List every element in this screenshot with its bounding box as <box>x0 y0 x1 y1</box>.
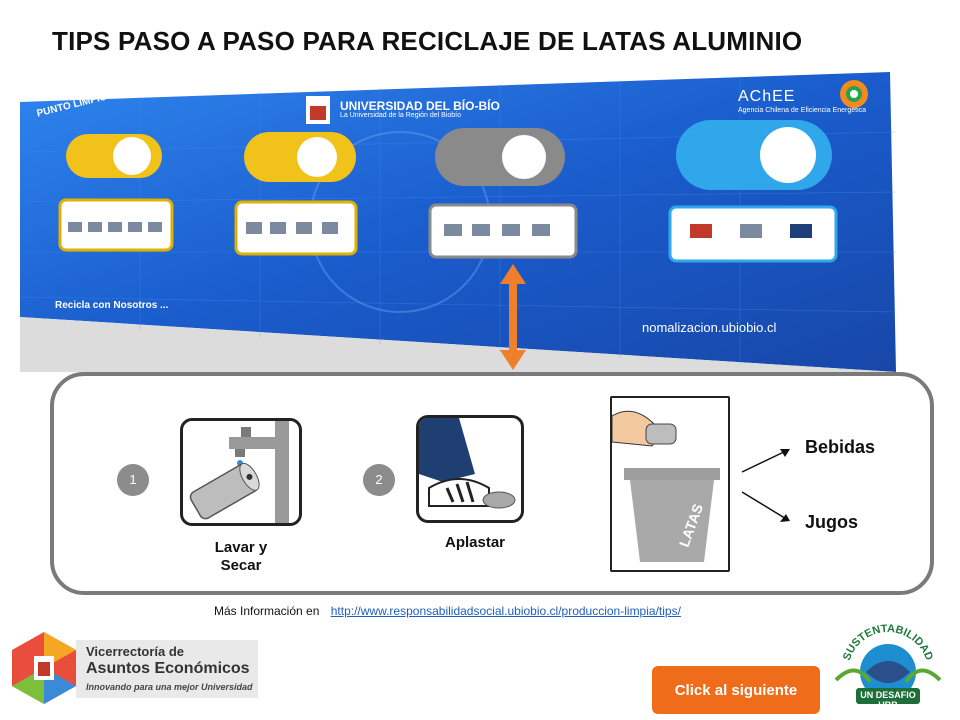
more-info-label: Más Información en <box>214 604 320 618</box>
vicerrectoria-emblem-icon <box>12 632 76 704</box>
step-2-label: Aplastar <box>444 534 506 551</box>
university-subtitle: La Universidad de la Región del Biobío <box>340 112 462 119</box>
latas-bin-icon: LATAS <box>610 396 730 572</box>
step-number-2: 2 <box>363 464 395 496</box>
split-arrows-icon <box>741 449 790 522</box>
sustentabilidad-bottom-text: UN DESAFIO UBB <box>860 690 916 710</box>
step-1-label-line2: Secar <box>220 557 262 574</box>
achee-logo-text: AChEE <box>738 88 796 105</box>
step-number-1: 1 <box>117 464 149 496</box>
more-info-line: Más Información en http://www.responsabi… <box>214 604 681 618</box>
university-name: UNIVERSIDAD DEL BÍO-BÍO <box>340 99 500 113</box>
vicerrectoria-line1: Vicerrectoría de <box>86 644 185 659</box>
step-1-label: Lavar y Secar <box>186 539 296 575</box>
double-arrow-icon <box>500 264 526 370</box>
more-info-link[interactable]: http://www.responsabilidadsocial.ubiobio… <box>330 604 681 618</box>
vicerrectoria-line3: Innovando para una mejor Universidad <box>86 682 253 692</box>
page-title: TIPS PASO A PASO PARA RECICLAJE DE LATAS… <box>52 26 803 56</box>
site-url-label: nomalizacion.ubiobio.cl <box>642 320 777 335</box>
recicla-slogan: Recicla con Nosotros ... <box>55 300 169 311</box>
sustentabilidad-logo: SUSTENTABILIDAD <box>826 610 950 714</box>
vicerrectoria-logo: Vicerrectoría de Asuntos Económicos Inno… <box>6 630 258 706</box>
destination-jugos: Jugos <box>805 512 859 532</box>
step-1-label-line1: Lavar y <box>214 539 268 556</box>
achee-subtitle: Agencia Chilena de Eficiencia Energética <box>738 107 867 114</box>
vicerrectoria-line2: Asuntos Económicos <box>86 660 250 677</box>
destination-bebidas: Bebidas <box>805 437 876 457</box>
next-slide-button[interactable]: Click al siguiente <box>652 666 820 714</box>
recycling-wall-photo <box>20 72 896 372</box>
faucet-can-icon <box>180 418 302 526</box>
crush-can-icon <box>416 415 524 523</box>
